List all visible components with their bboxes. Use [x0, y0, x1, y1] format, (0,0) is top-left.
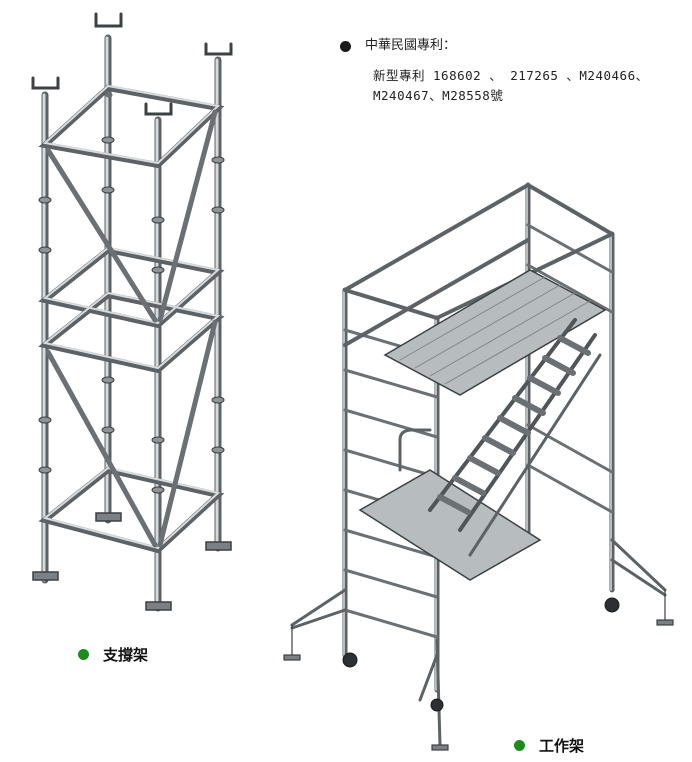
support-frame-drawing	[31, 12, 233, 612]
work-frame-caption: 工作架	[514, 735, 584, 756]
support-frame-caption: 支撐架	[78, 644, 148, 665]
bullet-dark-icon	[340, 40, 351, 52]
patent-heading: 中華民國專利：	[365, 38, 457, 53]
bullet-green-icon	[514, 740, 525, 751]
work-frame-label: 工作架	[539, 737, 585, 755]
patent-numbers-line2: M240467、M28558號	[373, 88, 504, 103]
patent-numbers-line1: 新型專利 168602 、 217265 、M240466、	[373, 68, 649, 83]
bullet-green-icon	[78, 649, 89, 660]
patent-info: 中華民國專利： 新型專利 168602 、 217265 、M240466、 M…	[340, 36, 649, 106]
support-frame-label: 支撐架	[103, 646, 149, 664]
work-frame-drawing	[283, 182, 674, 751]
